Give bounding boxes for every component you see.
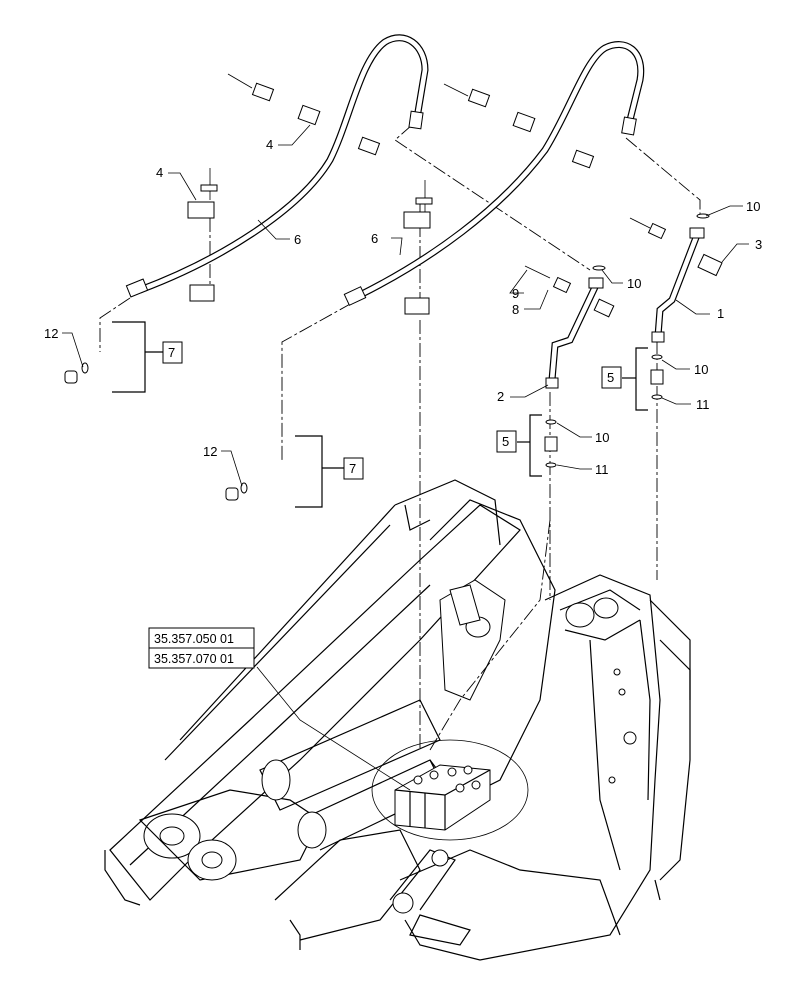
routing-leaders	[99, 124, 701, 751]
clamps	[187, 73, 723, 318]
callout-11-lower: 11	[595, 462, 609, 477]
kit-5-left: 5	[502, 434, 509, 449]
callout-10-mid: 10	[627, 276, 641, 291]
kit-7-lower: 7	[349, 461, 356, 476]
callout-12-lower: 12	[203, 444, 217, 459]
tube-2	[545, 277, 604, 389]
reference-1: 35.357.050 01	[154, 632, 234, 646]
callout-4-lower: 4	[156, 165, 163, 180]
callout-9: 9	[512, 286, 519, 301]
callout-labels: 1 2 3 4 4 6 6 8 9 10 10 10 10 11 11 12 1…	[44, 137, 762, 477]
hose-left	[125, 34, 429, 298]
callout-10-top: 10	[746, 199, 760, 214]
kit-5-right: 5	[607, 370, 614, 385]
callout-10-right: 10	[694, 362, 708, 377]
control-valve	[371, 739, 529, 841]
callout-10-lower: 10	[595, 430, 609, 445]
callout-3: 3	[755, 237, 762, 252]
callout-2: 2	[497, 389, 504, 404]
callout-6-left: 6	[294, 232, 301, 247]
kit-boxes: 7 7 5 5	[162, 341, 622, 480]
callout-12-upper: 12	[44, 326, 58, 341]
fittings	[64, 213, 710, 501]
callout-leaders	[62, 124, 749, 791]
callout-6-right: 6	[371, 231, 378, 246]
loader-frame	[104, 479, 691, 961]
reference-boxes: 35.357.050 01 35.357.070 01	[148, 627, 255, 669]
callout-11-right: 11	[696, 397, 710, 412]
callout-1: 1	[717, 306, 724, 321]
hose-right	[343, 41, 645, 306]
callout-4-upper: 4	[266, 137, 273, 152]
tube-1	[651, 227, 705, 343]
callout-8: 8	[512, 302, 519, 317]
kit-brackets	[112, 321, 648, 508]
kit-7-upper: 7	[168, 345, 175, 360]
reference-2: 35.357.070 01	[154, 652, 234, 666]
